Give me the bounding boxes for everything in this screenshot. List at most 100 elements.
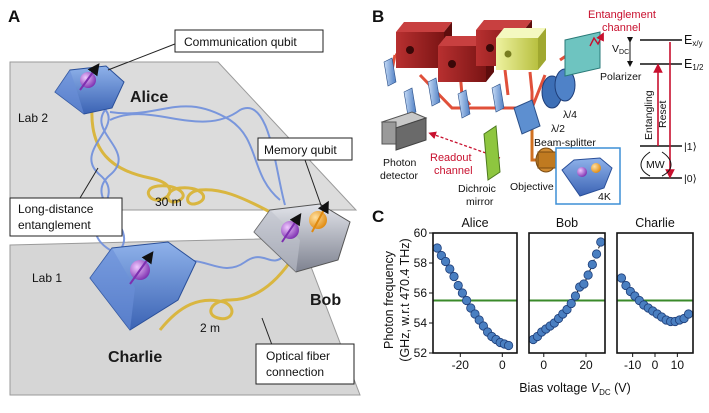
entanglement-channel-label-1: Entanglement [588, 9, 656, 21]
x-axis-label-sub: DC [599, 388, 611, 397]
distance-long: 30 m [155, 195, 182, 209]
x-axis-label-unit: (V) [611, 381, 631, 395]
polarizer-label: Polarizer [600, 71, 642, 83]
data-point [587, 259, 597, 270]
e12-main: E [684, 57, 692, 71]
callout-fiber-text-1: Optical fiber [266, 349, 330, 363]
y-axis-label-2: (GHz, w.r.t 470.4 THz) [398, 238, 412, 361]
subplot-title: Alice [461, 216, 488, 230]
y-tick-label: 52 [414, 346, 428, 360]
e12-sub: 1/2 [692, 63, 704, 72]
distance-short: 2 m [200, 321, 220, 335]
exy-sub: x/y [692, 39, 702, 48]
y-tick-label: 58 [414, 256, 428, 270]
callout-memory-qubit: Memory qubit [257, 137, 353, 209]
x-tick-label: 20 [579, 358, 593, 372]
x-tick-label: 10 [671, 358, 685, 372]
data-point [440, 256, 451, 267]
yellow-laser [496, 28, 546, 70]
e12-label: E1/2 [684, 57, 704, 72]
callout-optical-fiber: Optical fiber connection [255, 317, 355, 385]
subplot-title: Bob [556, 216, 578, 230]
data-point [616, 273, 627, 283]
x-axis-label-prefix: Bias voltage [519, 381, 591, 395]
bob-gem [253, 200, 351, 273]
beam-splitter-label: Beam-splitter [534, 137, 596, 149]
vdc-sub: DC [619, 49, 629, 56]
bob-label: Bob [310, 292, 341, 309]
entangling-label: Entangling [643, 90, 655, 140]
optical-fiber [90, 107, 292, 331]
x-tick-label: -10 [624, 358, 642, 372]
alice-gem [54, 63, 125, 115]
data-point [570, 291, 581, 301]
lab1-label: Lab 1 [32, 271, 62, 285]
readout-channel-label-2: channel [434, 165, 473, 177]
subplot-frame [528, 232, 606, 354]
charlie-gem [89, 241, 197, 331]
data-point [683, 309, 694, 319]
charlie-label: Charlie [108, 349, 162, 366]
data-point [596, 237, 606, 247]
x-tick-label: 0 [540, 358, 547, 372]
subplot-frame [432, 232, 518, 354]
y-tick-label: 54 [414, 316, 428, 330]
panel-a: A Lab 2 Lab 1 Alice [8, 7, 361, 396]
subplot-title: Charlie [635, 216, 675, 230]
panel-b: B [372, 7, 704, 208]
data-point [432, 243, 442, 253]
y-axis-label-1: Photon frequency [382, 250, 396, 349]
reset-label: Reset [657, 100, 669, 128]
dichroic-mirror [483, 125, 501, 181]
data-point [566, 298, 576, 309]
subplot-bob: Bob 0 20 [528, 216, 606, 372]
temperature-label: 4K [598, 191, 611, 203]
exy-label: Ex/y [684, 33, 703, 48]
exy-main: E [684, 33, 692, 47]
data-point [461, 295, 472, 306]
mw-label: MW [646, 159, 665, 171]
objective-lens [535, 147, 557, 173]
waveplates [541, 31, 601, 109]
trend-line [532, 241, 602, 340]
data-point [579, 279, 589, 289]
ket1-label: |1⟩ [684, 141, 697, 153]
cryostat-4k [555, 147, 621, 205]
beam-splitter [513, 99, 541, 135]
x-tick-label: 0 [499, 358, 506, 372]
y-tick-label: 60 [414, 226, 428, 240]
photon-detector-label-2: detector [380, 170, 418, 182]
ket0-label: |0⟩ [684, 173, 697, 185]
lambda4-label: λ/4 [563, 109, 577, 121]
subplot-charlie: Charlie -10 0 10 [616, 216, 694, 372]
callout-long-distance: Long-distance entanglement [9, 167, 123, 237]
data-point [591, 249, 602, 259]
callout-long-distance-text-1: Long-distance [18, 202, 94, 216]
entanglement-channel-arrow [589, 32, 604, 47]
x-tick-label: 0 [652, 358, 659, 372]
callout-memory-text: Memory qubit [264, 143, 337, 157]
objective-label: Objective [510, 181, 554, 193]
data-point [583, 270, 593, 280]
panel-label-b: B [372, 7, 384, 26]
alice-label: Alice [130, 89, 168, 106]
mw-arrow [640, 151, 672, 177]
data-point [503, 340, 514, 351]
y-tick-label: 56 [414, 286, 428, 300]
lab2-label: Lab 2 [18, 111, 48, 125]
data-point [457, 288, 467, 298]
dichroic-mirror-label-2: mirror [466, 196, 494, 208]
entanglement-channel-label-2: channel [602, 22, 641, 34]
photon-detector-label-1: Photon [383, 157, 416, 169]
data-point [445, 264, 455, 274]
panel-c: C Photon frequency (GHz, w.r.t 470.4 THz… [372, 207, 694, 397]
x-axis-label-var: V [591, 381, 601, 395]
mirrors [383, 57, 505, 119]
vdc-label: VDC [612, 43, 629, 56]
energy-level-diagram [627, 37, 682, 179]
lambda2-label: λ/2 [551, 123, 565, 135]
dichroic-mirror-label-1: Dichroic [458, 183, 496, 195]
